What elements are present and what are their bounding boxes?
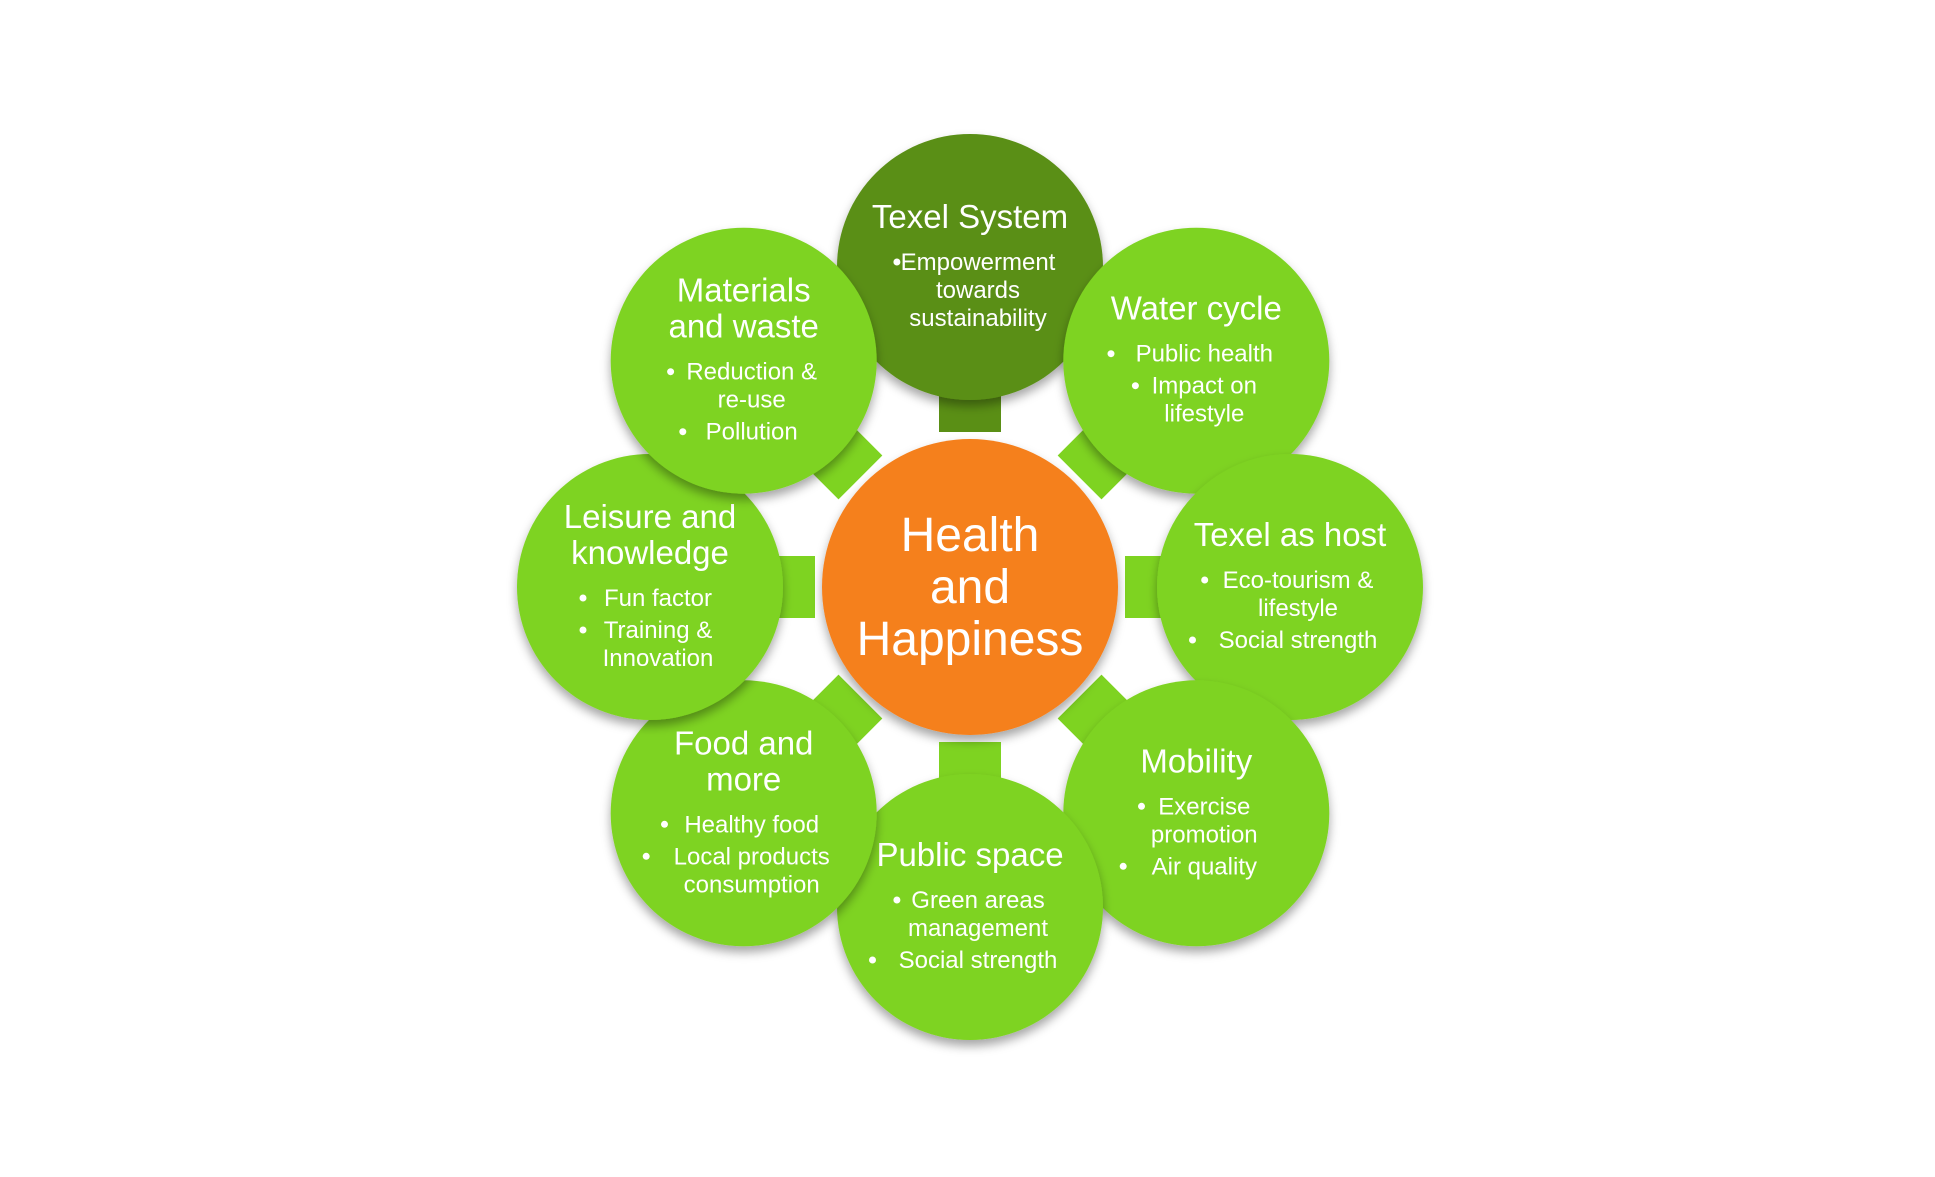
bullet-dot-icon (869, 956, 876, 964)
node-title: more (706, 760, 781, 797)
node-bullet-text: Public health (1136, 341, 1273, 368)
node-bullet-text: Empowerment (901, 249, 1056, 276)
node-circle-water-cycle (1063, 227, 1330, 494)
node-bullet-text: management (908, 915, 1048, 942)
node-bullet-text: lifestyle (1258, 595, 1338, 622)
bullet-dot-icon (661, 820, 668, 828)
bullet-dot-icon (893, 896, 901, 904)
node-bullet-text: Reduction & (686, 359, 817, 386)
bullet-dot-icon (667, 368, 675, 376)
node-title: Mobility (1140, 742, 1252, 779)
bullet-dot-icon (1138, 802, 1145, 810)
bullet-dot-icon (642, 852, 650, 860)
bullet-dot-icon (679, 428, 687, 436)
node-bullet-text: Local products (674, 843, 830, 870)
node-texel-system: Texel SystemEmpowermenttowardssustainabi… (837, 134, 1103, 400)
center-title: Health (901, 509, 1040, 562)
node-circle-materials-and-waste (610, 227, 877, 494)
node-bullet-text: lifestyle (1164, 401, 1244, 428)
center-title: and (930, 561, 1010, 614)
nodes-layer: Texel SystemEmpowermenttowardssustainabi… (517, 134, 1423, 1040)
node-title: Public space (876, 836, 1063, 873)
node-circle-mobility (1063, 680, 1330, 947)
center-circle (822, 439, 1118, 735)
node-bullet-text: towards (936, 277, 1020, 304)
node-title: Food and (674, 724, 813, 761)
node-circle-public-space (837, 774, 1103, 1040)
node-circle-texel-system (837, 134, 1103, 400)
node-title: Water cycle (1111, 290, 1282, 327)
node-title: and waste (668, 308, 818, 345)
node-bullet-text: Healthy food (684, 811, 819, 838)
node-title: knowledge (571, 534, 729, 571)
center-title: Happiness (857, 613, 1084, 666)
node-bullet-text: sustainability (909, 305, 1046, 332)
node-bullet-text: re-use (718, 387, 786, 414)
bullet-dot-icon (579, 626, 587, 634)
node-bullet-text: Fun factor (604, 585, 712, 612)
node-circle-texel-as-host (1157, 454, 1423, 720)
bullet-dot-icon (893, 258, 901, 266)
bullet-dot-icon (1201, 576, 1209, 584)
bullet-dot-icon (1131, 382, 1139, 390)
node-bullet-text: Green areas (911, 887, 1044, 914)
node-title: Leisure and (564, 498, 736, 535)
node-bullet-text: Exercise (1158, 793, 1250, 820)
node-circle-leisure-and-knowledge (517, 454, 783, 720)
node-bullet-text: Social strength (1219, 627, 1378, 654)
node-bullet-text: promotion (1151, 821, 1258, 848)
node-bullet-text: Eco-tourism & (1223, 567, 1374, 594)
node-bullet-text: Air quality (1152, 853, 1257, 880)
node-bullet-text: Impact on (1152, 373, 1257, 400)
node-bullet-text: Social strength (899, 947, 1058, 974)
node-bullet-text: Innovation (603, 645, 714, 672)
bullet-dot-icon (579, 594, 587, 602)
node-circle-food-and-more (610, 680, 877, 947)
node-bullet-text: Pollution (706, 419, 798, 446)
bullet-dot-icon (1107, 350, 1115, 358)
node-bullet-text: consumption (684, 871, 820, 898)
node-title: Materials (677, 272, 811, 309)
node-bullet-text: Training & (604, 617, 713, 644)
node-title: Texel System (872, 198, 1068, 235)
node-title: Texel as host (1194, 516, 1387, 553)
bullet-dot-icon (1189, 636, 1196, 644)
bullet-dot-icon (1119, 862, 1127, 870)
